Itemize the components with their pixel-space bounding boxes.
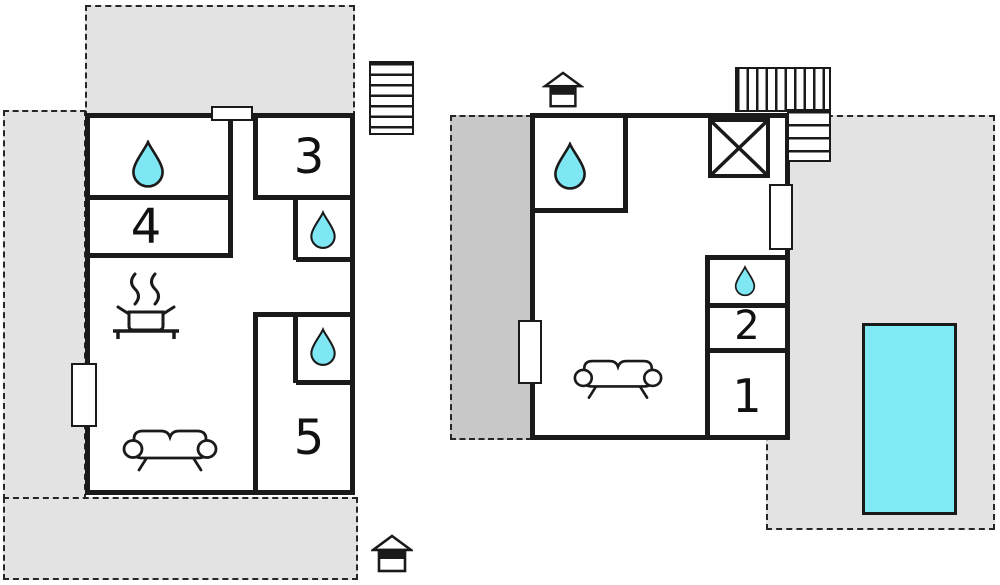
interior-wall [705, 255, 710, 435]
stairs-icon [735, 67, 831, 112]
interior-wall [710, 348, 785, 353]
interior-wall [90, 195, 230, 200]
water-drop-icon [129, 140, 167, 188]
terrace-area-top [85, 5, 355, 117]
interior-wall [296, 380, 350, 385]
terrace-area-dark [450, 115, 532, 440]
room-number-2: 2 [734, 303, 760, 349]
water-drop-icon [308, 210, 338, 250]
water-drop-icon [733, 265, 757, 297]
stairs-icon [787, 109, 831, 162]
entrance-house-icon [371, 533, 413, 575]
interior-wall [253, 315, 258, 490]
door-opening [518, 320, 542, 384]
interior-wall [623, 118, 628, 213]
room-number-4: 4 [130, 199, 162, 255]
terrace-area-bottom [3, 497, 358, 580]
window-opening [211, 106, 253, 121]
building-outline-left [85, 113, 355, 495]
room-number-5: 5 [293, 410, 325, 466]
sofa-icon [122, 422, 218, 474]
door-opening [769, 184, 793, 250]
interior-wall [535, 208, 628, 213]
stairs-icon [369, 61, 414, 135]
water-drop-icon [551, 142, 589, 190]
interior-wall [710, 255, 785, 260]
entrance-house-icon [542, 70, 584, 110]
interior-wall [256, 195, 350, 200]
crossed-box-icon [708, 118, 770, 178]
interior-wall [253, 118, 258, 200]
room-number-3: 3 [293, 129, 325, 185]
interior-wall [296, 257, 350, 262]
interior-wall [710, 303, 785, 308]
pool [862, 323, 957, 515]
room-number-1: 1 [732, 369, 762, 423]
water-drop-icon [308, 327, 338, 367]
interior-wall [90, 253, 230, 258]
interior-wall [253, 312, 350, 317]
door-opening [71, 363, 97, 427]
stove-icon [105, 268, 187, 346]
interior-wall [228, 118, 233, 258]
sofa-icon [573, 352, 663, 402]
terrace-area-left [3, 110, 86, 500]
interior-wall [293, 198, 298, 260]
interior-wall [293, 315, 298, 383]
